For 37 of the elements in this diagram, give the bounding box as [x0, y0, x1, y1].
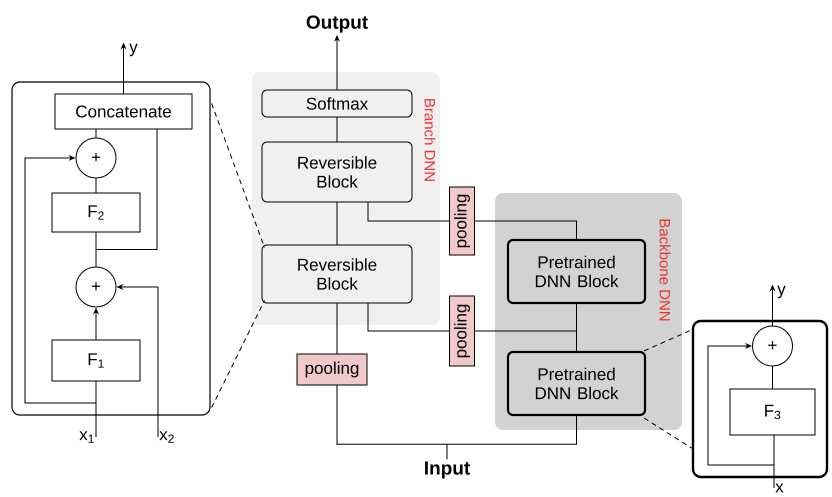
- connector-line: [336, 117, 338, 142]
- output-label: y: [777, 286, 786, 298]
- zoom-line: [211, 102, 265, 248]
- output-label: Output: [306, 15, 368, 33]
- connector-line: [368, 202, 450, 222]
- function-box: Concatenate: [54, 94, 192, 130]
- arrow: [708, 342, 774, 488]
- pooling-box: pooling: [296, 354, 368, 386]
- arrow: [24, 154, 96, 438]
- connector-line: [474, 304, 577, 332]
- connector-line: [772, 366, 773, 389]
- connector-line: [336, 202, 338, 245]
- panel-box: [11, 81, 211, 416]
- block-box: Reversible Block: [262, 244, 412, 304]
- block-box: Reversible Block: [262, 142, 412, 202]
- output-label: y: [129, 44, 138, 56]
- function-box: F$_{3}$: [730, 388, 816, 436]
- input-label: x$_{2}$: [159, 431, 174, 443]
- pooling-box: pooling: [449, 296, 475, 366]
- zoom-line: [644, 329, 692, 352]
- function-box: F$_{2}$: [52, 192, 140, 232]
- pooling-box: pooling: [449, 186, 475, 256]
- block-box: Pretrained DNN Block: [506, 238, 646, 304]
- softmax-box: Softmax: [262, 90, 412, 118]
- connector-line: [474, 220, 577, 240]
- connector-line: [96, 129, 158, 267]
- function-box: F$_{1}$: [52, 340, 140, 382]
- input-label: Input: [425, 462, 470, 478]
- connector-line: [446, 416, 577, 460]
- input-label: x$_{1}$: [79, 431, 94, 443]
- block-box: Pretrained DNN Block: [506, 350, 646, 416]
- zoom-line: [644, 418, 692, 449]
- zoom-line: [211, 300, 265, 408]
- connector-line: [368, 303, 450, 332]
- connector-line: [336, 303, 338, 354]
- input-label: x: [775, 484, 784, 492]
- panel-box: [692, 320, 828, 478]
